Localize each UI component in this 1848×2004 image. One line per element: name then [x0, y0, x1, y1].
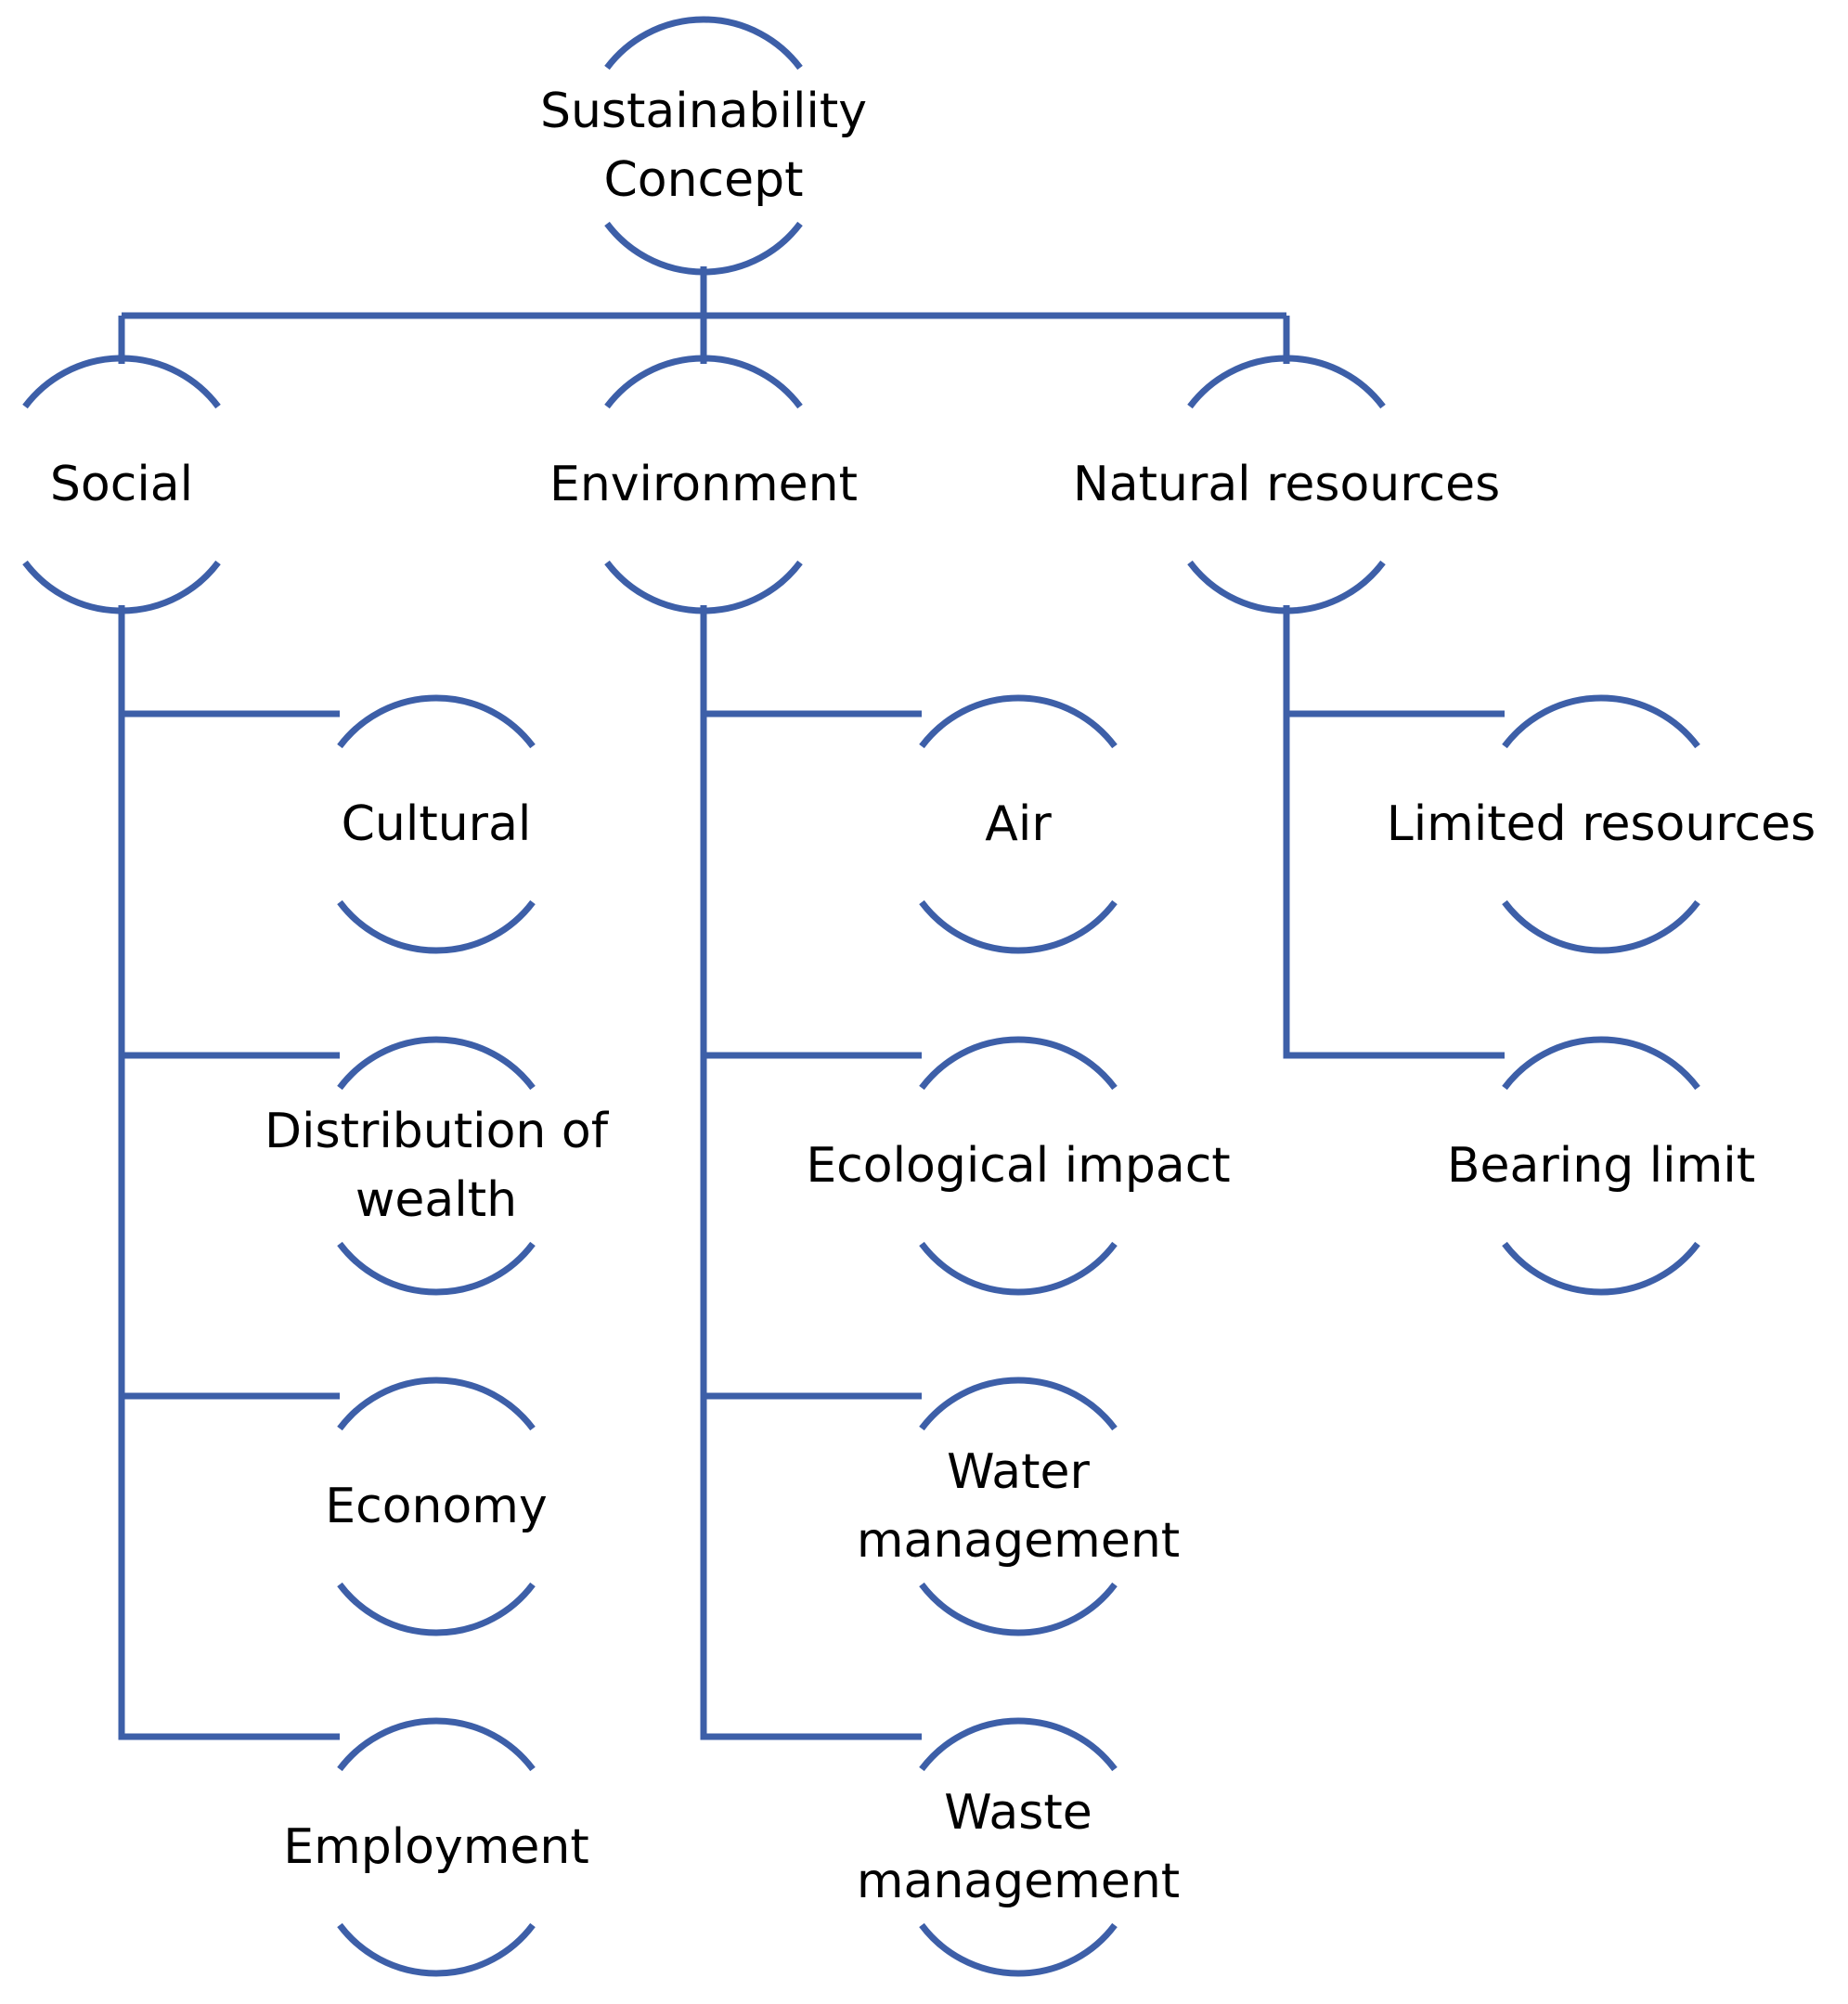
node-employment: Employment: [283, 1717, 589, 1977]
node-top-arc: [1502, 1036, 1700, 1091]
node-bottom-arc: [1187, 560, 1386, 614]
node-bottom-arc: [1502, 1241, 1700, 1296]
node-bottom-arc: [919, 1922, 1118, 1977]
node-bottom-arc: [22, 560, 221, 614]
node-label: Ecological impact: [806, 1138, 1230, 1194]
node-top-arc: [337, 694, 536, 749]
node-bottom-arc: [1502, 899, 1700, 954]
node-water-management: Water management: [857, 1377, 1180, 1636]
node-label: Employment: [283, 1819, 589, 1875]
node-top-arc: [1502, 694, 1700, 749]
connector-lines: [118, 266, 1505, 1740]
node-label: Limited resources: [1387, 796, 1816, 852]
node-bottom-arc: [919, 899, 1118, 954]
node-waste-management: Waste management: [857, 1717, 1180, 1977]
node-bottom-arc: [604, 221, 803, 276]
node-natural-resources: Natural resources: [1073, 355, 1500, 614]
node-label: Cultural: [342, 796, 532, 852]
node-top-arc: [919, 1717, 1118, 1772]
node-bottom-arc: [337, 1582, 536, 1636]
node-bottom-arc: [337, 1922, 536, 1977]
spine-line-social: [118, 605, 340, 1740]
node-bottom-arc: [337, 899, 536, 954]
node-label: Distribution of: [265, 1104, 610, 1159]
node-bottom-arc: [337, 1241, 536, 1296]
node-label: Bearing limit: [1447, 1138, 1755, 1194]
node-label: Environment: [549, 457, 858, 512]
node-label: Water: [947, 1444, 1090, 1500]
node-top-arc: [604, 355, 803, 409]
node-label: Sustainability: [540, 84, 867, 139]
diagram-nodes: SustainabilityConceptSocialCulturalDistr…: [22, 16, 1816, 1977]
node-top-arc: [337, 1036, 536, 1091]
node-top-arc: [22, 355, 221, 409]
spine-line-natural-resources: [1283, 605, 1505, 1059]
node-environment: Environment: [549, 355, 858, 614]
node-bottom-arc: [919, 1582, 1118, 1636]
node-label: Concept: [603, 152, 803, 208]
node-air: Air: [919, 694, 1118, 954]
node-label: Economy: [325, 1479, 547, 1534]
node-bottom-arc: [919, 1241, 1118, 1296]
node-label: Natural resources: [1073, 457, 1500, 512]
node-top-arc: [919, 694, 1118, 749]
node-limited-resources: Limited resources: [1387, 694, 1816, 954]
node-label: management: [857, 1854, 1180, 1909]
node-social: Social: [22, 355, 221, 614]
node-top-arc: [604, 16, 803, 71]
node-cultural: Cultural: [337, 694, 536, 954]
node-label: Air: [985, 796, 1052, 852]
node-bearing-limit: Bearing limit: [1447, 1036, 1755, 1296]
node-label: Social: [50, 457, 193, 512]
node-bottom-arc: [604, 560, 803, 614]
node-top-arc: [337, 1377, 536, 1431]
node-label: Waste: [944, 1785, 1092, 1841]
node-top-arc: [1187, 355, 1386, 409]
spine-line-environment: [700, 605, 922, 1740]
node-top-arc: [919, 1377, 1118, 1431]
node-ecological-impact: Ecological impact: [806, 1036, 1231, 1296]
node-top-arc: [337, 1717, 536, 1772]
node-label: wealth: [355, 1172, 517, 1228]
node-economy: Economy: [325, 1377, 548, 1636]
node-label: management: [857, 1513, 1180, 1569]
node-top-arc: [919, 1036, 1118, 1091]
node-distribution-of-wealth: Distribution of wealth: [265, 1036, 610, 1296]
